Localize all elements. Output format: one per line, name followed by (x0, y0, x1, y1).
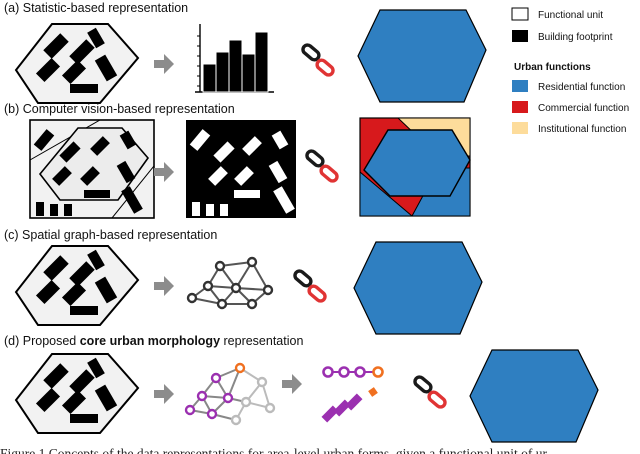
legend-commercial: Commercial function (538, 103, 629, 114)
core-graph (184, 362, 276, 426)
legend-institutional: Institutional function (538, 124, 626, 135)
functional-unit-d (15, 353, 139, 434)
link-icon-a (299, 41, 337, 79)
hexagon-c (353, 241, 483, 335)
hexagon-a (357, 9, 487, 103)
legend-residential: Residential function (538, 82, 625, 93)
core-footprints (321, 387, 378, 423)
link-icon-d (411, 373, 449, 411)
link-icon-b (303, 147, 341, 185)
row-d-title: (d) Proposed core urban morphology repre… (4, 334, 303, 348)
arrow-c (154, 276, 174, 296)
legend-functional-unit: Functional unit (538, 10, 603, 21)
core-sequence (322, 366, 384, 378)
row-b-title: (b) Computer vision-based representation (4, 102, 235, 116)
cv-input-image (29, 119, 155, 219)
functional-unit-c (15, 245, 139, 326)
functional-unit-a (15, 23, 139, 104)
arrow-a (154, 54, 174, 74)
row-a-title: (a) Statistic-based representation (4, 1, 188, 15)
spatial-graph (186, 256, 274, 310)
link-icon-c (291, 267, 329, 305)
hexagon-d (469, 349, 599, 443)
legend-urban-functions-heading: Urban functions (514, 62, 591, 73)
arrow-b (154, 162, 174, 182)
cv-binary-image (186, 120, 296, 218)
arrow-d2 (282, 374, 302, 394)
legend: Functional unit Building footprint Urban… (511, 7, 629, 135)
legend-building-footprint: Building footprint (538, 32, 613, 43)
arrow-d (154, 384, 174, 404)
row-c-title: (c) Spatial graph-based representation (4, 228, 217, 242)
figure-caption: Figure 1 Concepts of the data representa… (0, 446, 547, 454)
function-map-b (359, 117, 471, 217)
histogram (195, 24, 274, 93)
